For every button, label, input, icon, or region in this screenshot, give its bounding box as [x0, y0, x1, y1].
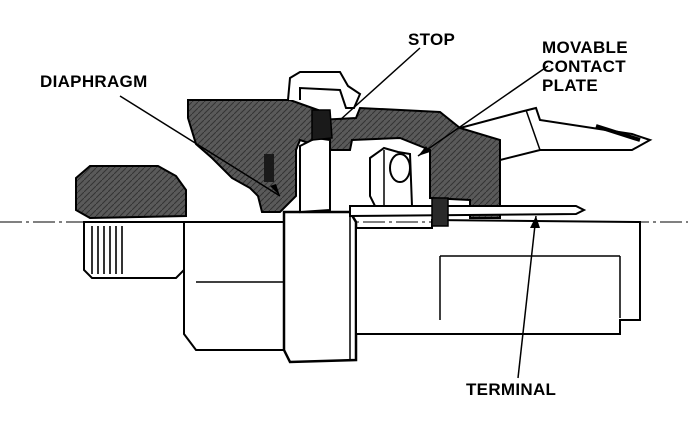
movable-contact-leader: [417, 65, 549, 157]
terminal-blade: [349, 205, 587, 218]
label-movable-line-1: MOVABLE: [542, 38, 628, 57]
diaphragm-leader: [119, 95, 281, 197]
terminal-leader: [517, 215, 537, 379]
terminal-tab: [431, 197, 449, 227]
thread-lines: [91, 226, 123, 274]
fitting-nut-upper: [75, 165, 187, 220]
label-movable-line-2: CONTACT: [542, 57, 626, 76]
spring-coil: [264, 154, 274, 182]
label-stop: STOP: [408, 30, 456, 49]
crimp-collar: [282, 210, 358, 364]
label-terminal: TERMINAL: [466, 380, 557, 399]
diaphragm-plunger: [299, 136, 331, 214]
connector-body-lower: [355, 218, 641, 335]
stop-cap: [287, 71, 362, 109]
upper-housing-section: [187, 99, 501, 219]
threaded-end: [83, 221, 185, 279]
connector-shell-upper: [459, 106, 653, 218]
label-movable-line-3: PLATE: [542, 76, 598, 95]
label-diaphragm: DIAPHRAGM: [40, 72, 148, 91]
stop-pin: [311, 109, 333, 141]
stop-leader: [339, 47, 421, 121]
hex-body-lower: [183, 221, 285, 351]
label-movable-contact-plate: MOVABLE CONTACT PLATE: [542, 38, 628, 95]
